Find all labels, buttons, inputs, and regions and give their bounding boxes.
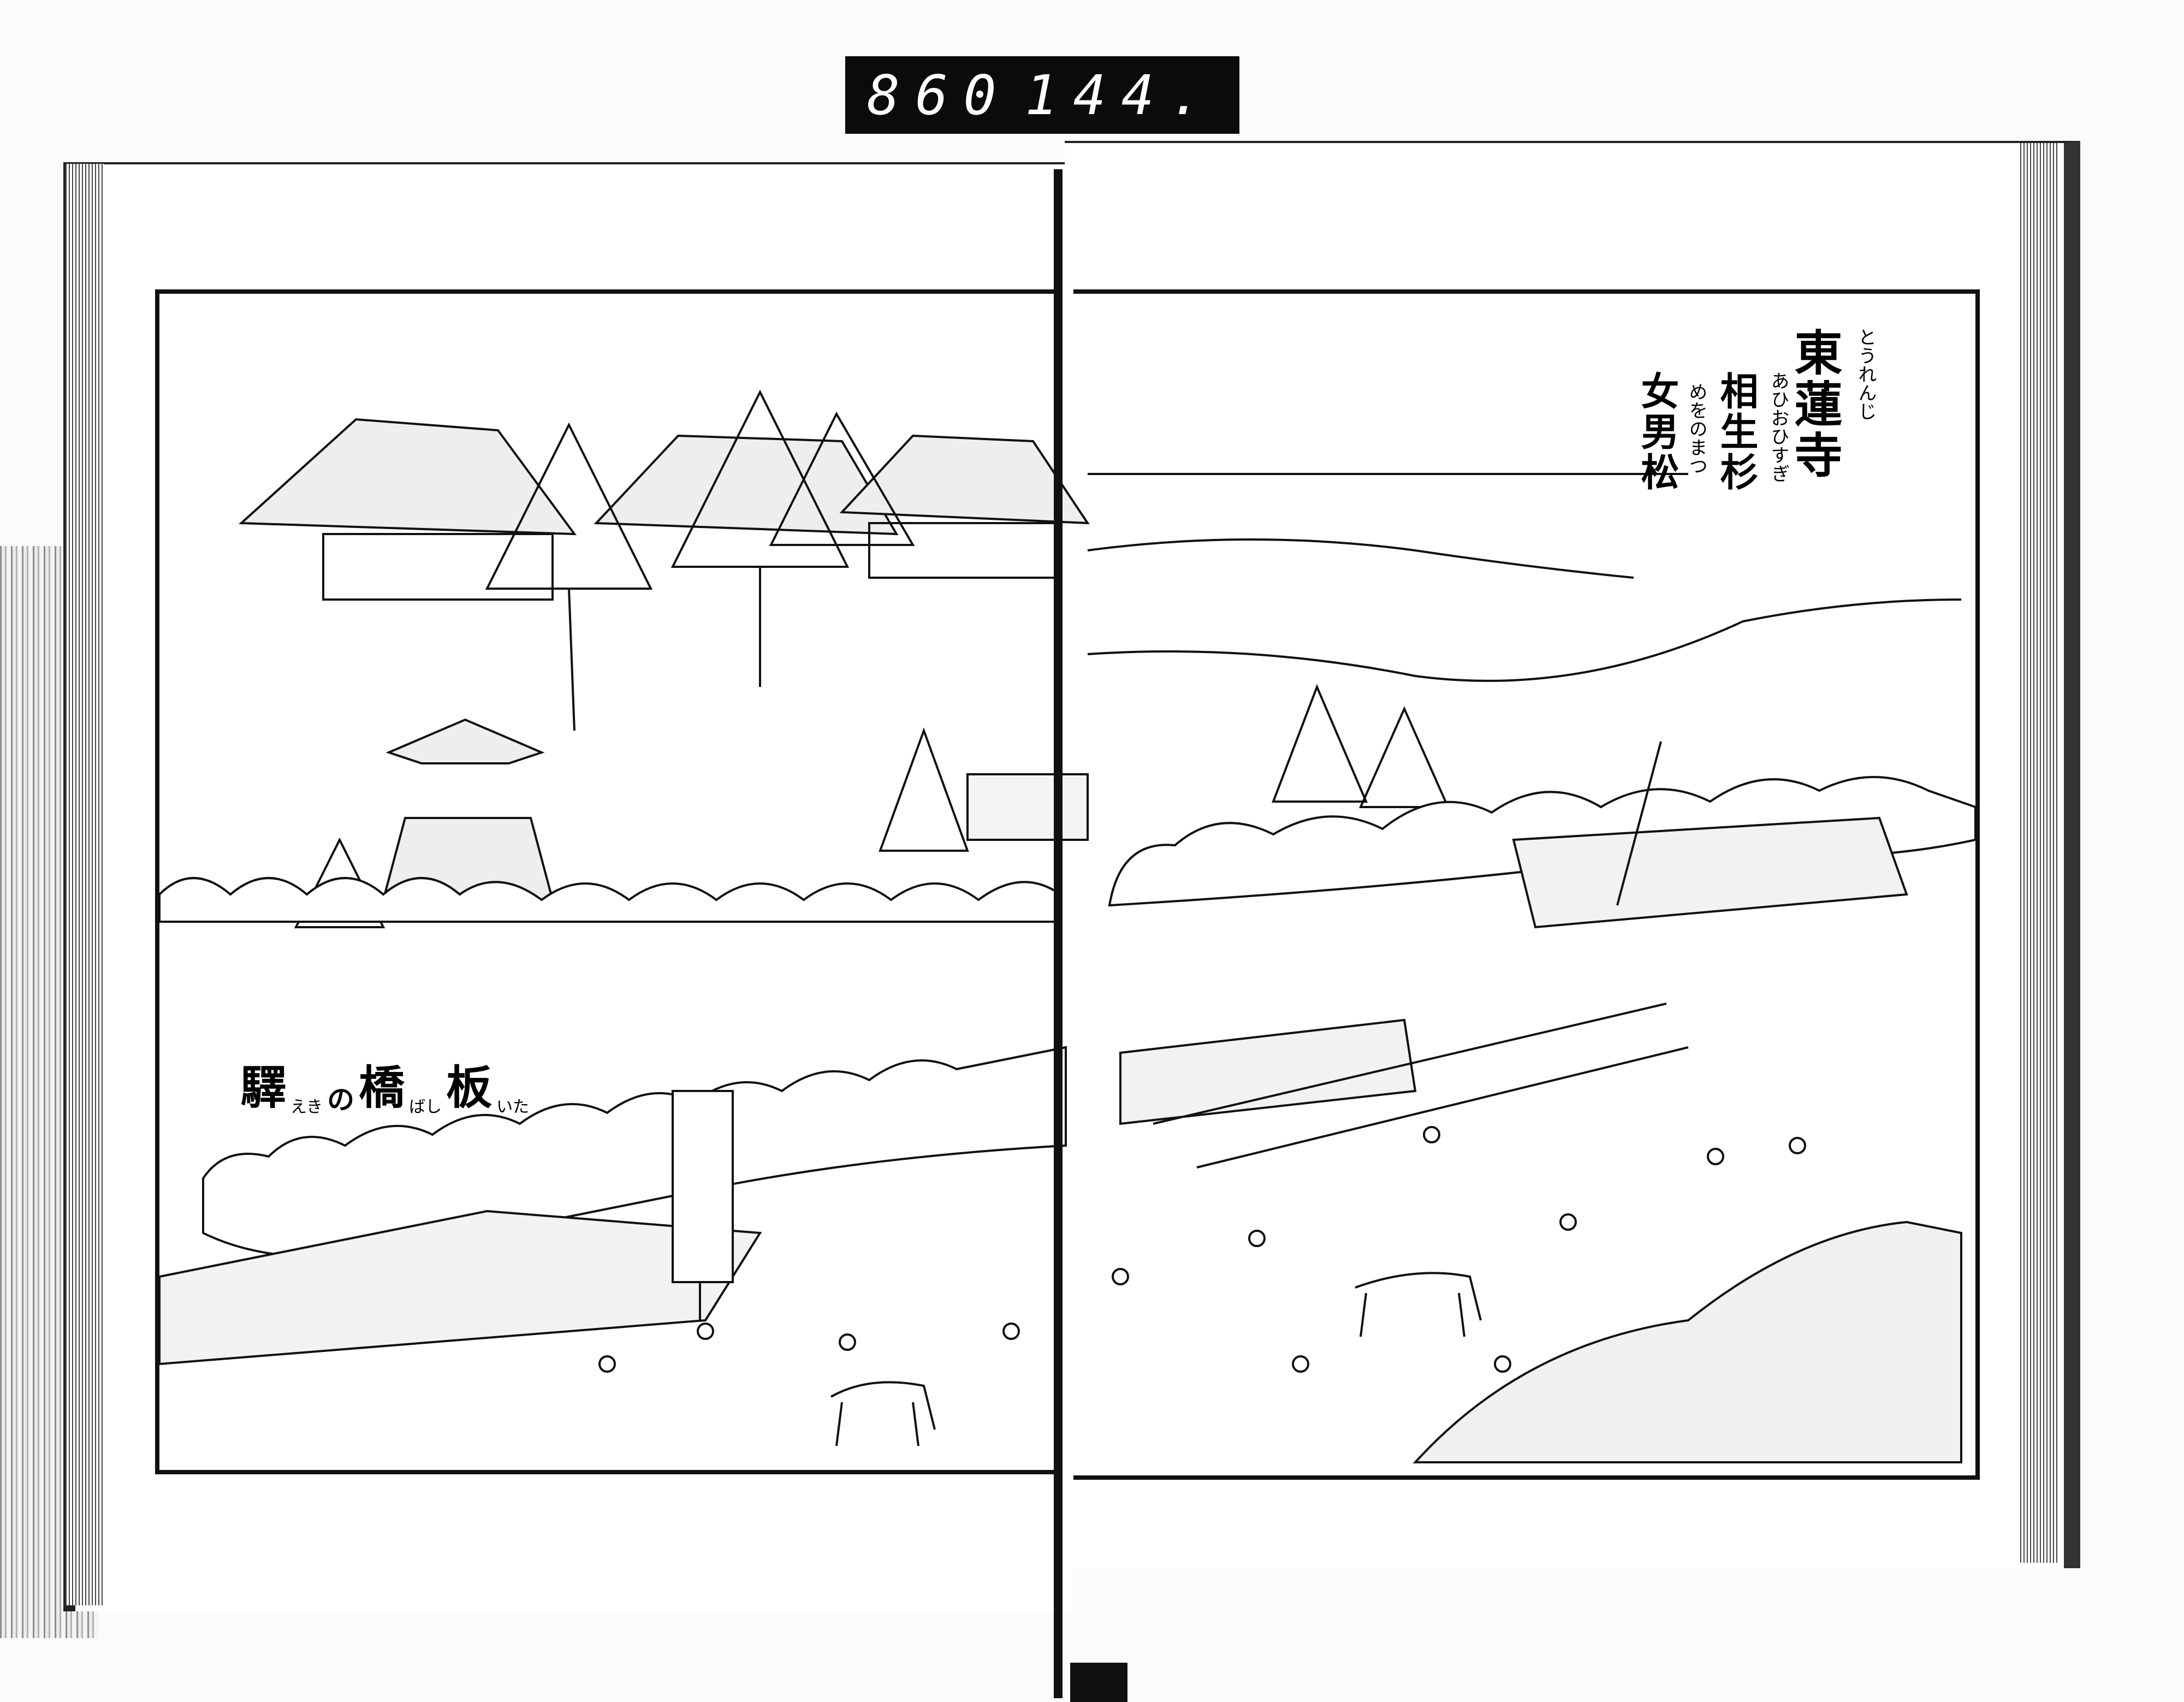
place-label: いた 板 ばし 橋 の えき 驛 <box>240 1051 529 1117</box>
thatched-mound <box>1413 1220 1962 1463</box>
pine-tree <box>485 422 653 731</box>
travelers <box>598 1126 1806 1373</box>
place-char: の <box>327 1083 355 1116</box>
temple-gate <box>966 773 1089 841</box>
subtitle-cedar-reading: あひおひすぎ <box>1767 371 1789 483</box>
temple-title: 東蓮寺 <box>1787 328 1843 482</box>
shop-roof <box>1512 816 1908 929</box>
place-reading: ばし <box>409 1098 442 1117</box>
book-spine <box>1054 169 1063 1698</box>
page-edges-left <box>66 164 104 1605</box>
signboard <box>672 1090 734 1283</box>
pine-tree <box>1272 684 1368 803</box>
cloud-band <box>159 877 1061 923</box>
page-number: 144. <box>1025 63 1218 127</box>
bell-tower-roof <box>385 718 545 764</box>
page-edges-right <box>2020 143 2058 1563</box>
horse <box>830 1381 936 1446</box>
flag-pole <box>1616 741 1662 906</box>
road <box>1153 1003 1689 1169</box>
pine-tree <box>879 727 969 852</box>
house-wall <box>322 533 554 601</box>
book-clip <box>1070 1663 1127 1702</box>
illustration-frame-right <box>1073 289 1980 1480</box>
place-reading: えき <box>290 1098 323 1117</box>
subtitle-pine: 女男松 <box>1635 371 1680 493</box>
shop-roof <box>1119 1018 1417 1125</box>
distant-hills <box>1087 598 1962 682</box>
illustration-frame-left <box>155 289 1059 1474</box>
pine-tree <box>1358 706 1450 808</box>
place-char: 驛 <box>240 1060 287 1114</box>
thatched-roof <box>594 434 899 536</box>
woodblock-illustration <box>159 389 1975 1463</box>
thatched-roof <box>839 434 1090 525</box>
temple-title-reading: とうれんじ <box>1855 328 1877 420</box>
thatched-roof <box>238 418 577 536</box>
pine-tree <box>769 411 915 546</box>
place-reading: いた <box>496 1098 530 1117</box>
subtitle-cedar: 相生杉 <box>1714 371 1759 493</box>
place-char: 橋 <box>359 1060 405 1114</box>
horse <box>1355 1272 1482 1337</box>
place-char: 板 <box>446 1060 492 1114</box>
horizon-line <box>1087 473 1688 579</box>
catalog-number: 860 <box>867 63 1012 127</box>
catalog-label: 860 144. <box>845 56 1239 134</box>
subtitle-pine-reading: めをのまつ <box>1686 382 1707 475</box>
